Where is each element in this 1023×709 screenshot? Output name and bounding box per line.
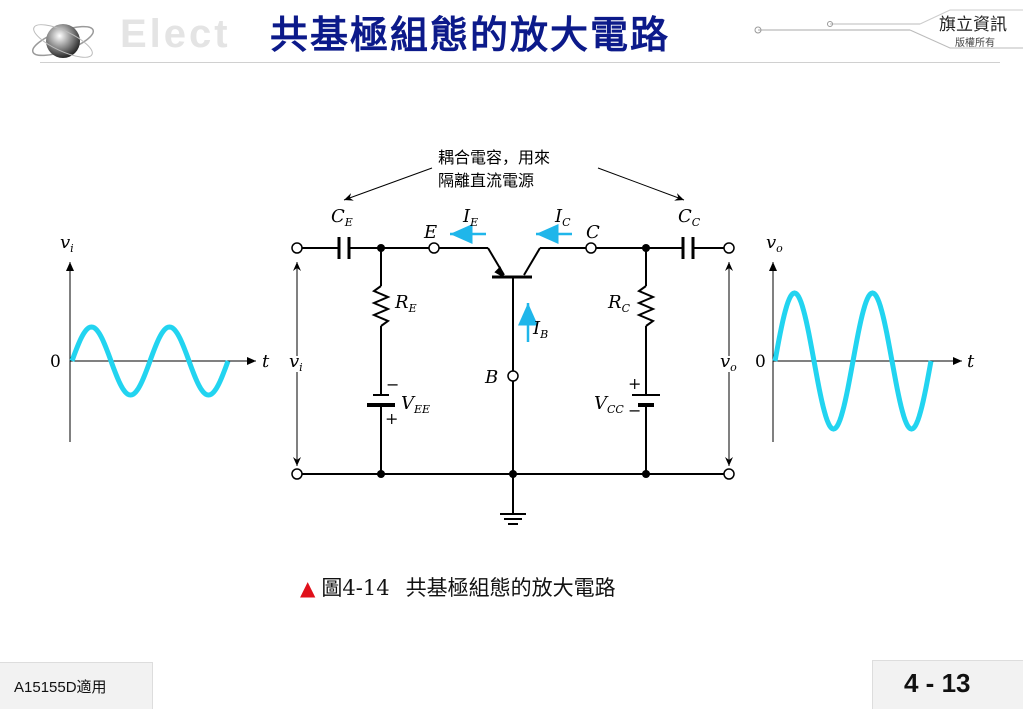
vee-label: VEE (401, 393, 430, 416)
vi-graph-t: t (262, 351, 270, 372)
cap-out-label: CC (678, 206, 701, 229)
node-b-label: B (484, 367, 498, 388)
node-e-label: E (423, 222, 437, 243)
footer-right-panel (872, 660, 1023, 709)
vcc-label: VCC (594, 393, 624, 416)
header-rule (40, 62, 1000, 63)
caption-figure-number: 圖4-14 (321, 576, 390, 600)
vcc-battery-symbol (632, 394, 660, 407)
publisher-name: 旗立資訊 (939, 15, 1007, 35)
globe-icon (31, 24, 95, 58)
caption-triangle-icon: ▲ (300, 576, 316, 600)
rights-notice: 版權所有 (955, 38, 995, 49)
vo-graph-y-label: vo (766, 232, 783, 255)
ie-label: IE (462, 206, 478, 229)
input-capacitor-symbol (337, 237, 351, 259)
note-arrow-right (597, 167, 685, 201)
vo-mid-label: vo (720, 351, 737, 374)
output-sine-wave (772, 290, 934, 432)
page-title: 共基極組態的放大電路 (270, 12, 671, 57)
vi-mid-label: vi (289, 351, 303, 374)
course-code: A15155D適用 (14, 679, 107, 696)
circuit-wires (302, 247, 724, 525)
header-watermark: Elect (120, 12, 231, 56)
rc-label: RC (607, 292, 631, 315)
node-c-label: C (586, 222, 600, 243)
vo-graph-zero: 0 (755, 352, 766, 372)
output-waveform-graph: vo 0 t (755, 232, 975, 442)
note-line-1: 耦合電容，用來 (438, 148, 550, 167)
vcc-plus: + (628, 374, 641, 393)
note-line-2: 隔離直流電源 (438, 171, 534, 190)
vee-minus: − (386, 375, 399, 394)
vo-graph-t: t (967, 351, 975, 372)
vi-graph-zero: 0 (50, 352, 61, 372)
vee-battery-symbol (367, 394, 395, 407)
re-label: RE (394, 292, 417, 315)
header-decoration (754, 9, 1023, 49)
logo-globe (28, 14, 98, 68)
emitter-arrow-icon (494, 266, 505, 279)
note-arrow-left (343, 167, 433, 201)
caption-text: 共基極組態的放大電路 (405, 576, 616, 600)
footer-left-panel (0, 662, 153, 709)
cap-in-label: CE (331, 206, 353, 229)
junction-dots (377, 244, 650, 478)
terminals (291, 242, 735, 480)
output-capacitor-symbol (681, 237, 695, 259)
vi-graph-y-label: vi (60, 232, 74, 255)
input-sine-wave (69, 324, 231, 398)
vee-plus: + (385, 409, 398, 428)
ic-label: IC (554, 206, 571, 229)
page-number: 4 - 13 (904, 668, 971, 698)
input-waveform-graph: vi 0 t (50, 232, 270, 442)
figure-caption: ▲圖4-14 共基極組態的放大電路 (300, 572, 616, 602)
vcc-minus: − (628, 401, 641, 420)
ib-label: IB (532, 318, 548, 341)
